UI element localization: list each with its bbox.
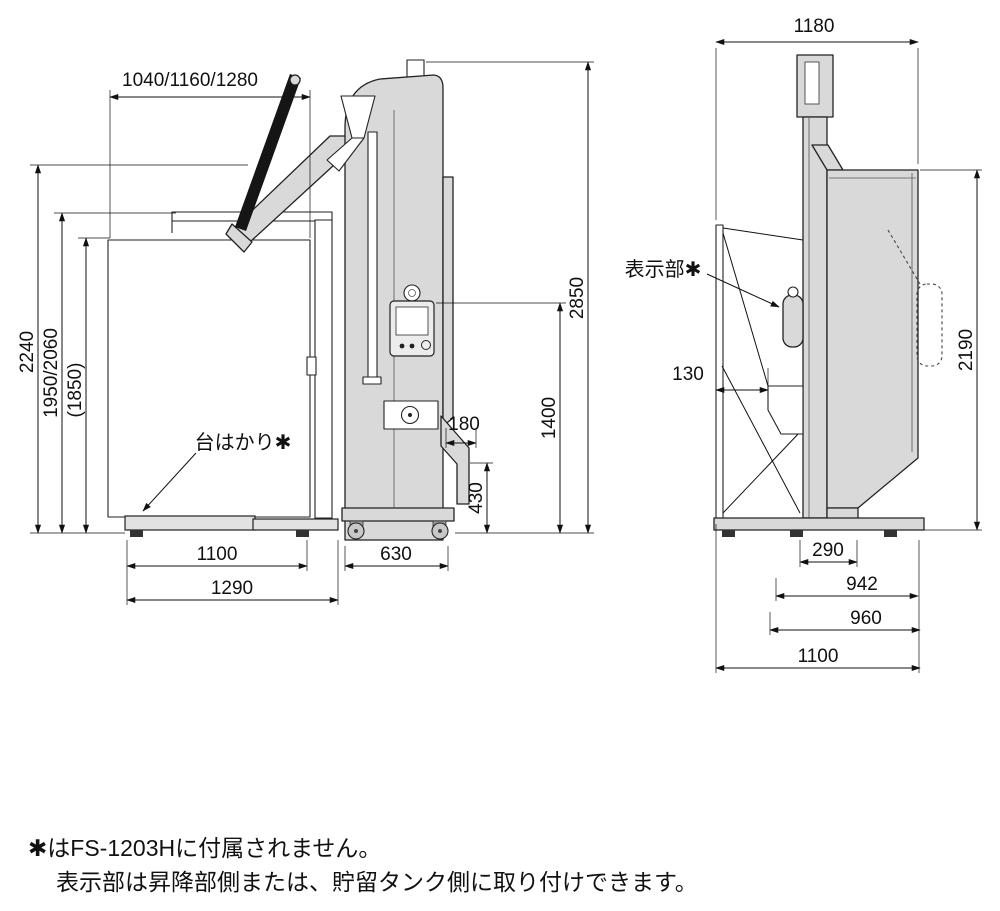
lift-rod [367, 131, 378, 379]
panel-dot-2 [409, 343, 415, 349]
dim-height-total: 2240 [17, 331, 38, 373]
machine-left [107, 59, 470, 541]
weighing-chute [767, 385, 804, 435]
label-display-unit: 表示部✱ [625, 258, 702, 281]
platform-scale-extension [252, 518, 339, 531]
dim-outlet-width: 290 [812, 540, 844, 561]
dim-chute-width: 180 [448, 414, 480, 435]
frame-brace-1 [722, 232, 769, 387]
display-unit-mount [787, 286, 799, 298]
panel-button [403, 284, 421, 302]
strap-pulley [289, 74, 301, 86]
panel-dot-1 [399, 343, 405, 349]
caster-hub-right [438, 529, 442, 533]
dim-height-tank: 2190 [956, 329, 977, 371]
platform-foot-left [130, 530, 143, 537]
caster-hub-left [354, 529, 358, 533]
machine-right [713, 54, 943, 537]
footnote-line-2: 表示部は昇降部側または、貯留タンク側に取り付けできます。 [56, 869, 698, 895]
dimension-drawing: 1040/1160/1280 2240 1950/2060 (1850) 285… [17, 16, 982, 673]
platform-scale [124, 515, 256, 531]
frame-post [715, 224, 724, 519]
dim-platform-width: 1100 [197, 544, 238, 565]
frame-tie [722, 227, 804, 241]
lift-mast-side [802, 116, 828, 519]
display-unit [782, 294, 804, 348]
base-frame [713, 517, 925, 531]
lift-strap [235, 74, 301, 231]
platform-foot-right [296, 530, 309, 537]
dim-body-width: 942 [846, 574, 878, 595]
dim-height-bar: 1950/2060 [41, 328, 62, 418]
dim-height-outlet: 430 [466, 482, 487, 514]
footnote-line-1: ✱はFS-1203Hに付属されません。 [28, 835, 382, 861]
base-foot-1 [722, 530, 735, 537]
lift-rod-foot [362, 376, 382, 385]
mast-base [341, 507, 455, 522]
dim-height-mast: 2850 [567, 277, 588, 319]
display-unit-alt-position [916, 283, 943, 367]
dim-top-width: 1180 [794, 16, 835, 37]
right-view: 1180 表示部✱ 130 2190 290 942 [625, 16, 982, 673]
mechanism-hub [408, 413, 412, 417]
frame-brace-3 [722, 431, 801, 514]
platform-scale-leader [142, 452, 197, 512]
dim-height-container: (1850) [65, 363, 86, 418]
container-outline [107, 239, 311, 518]
panel-button-inner [408, 289, 416, 297]
panel-screen [395, 306, 429, 336]
lift-post [314, 219, 333, 519]
dim-mast-width: 630 [380, 544, 412, 565]
dim-base-width: 1290 [211, 578, 253, 599]
display-unit-leader [706, 273, 780, 308]
dim-container-widths: 1040/1160/1280 [122, 70, 258, 91]
base-foot-3 [884, 530, 897, 537]
tank-edge-left-view [442, 176, 454, 427]
dim-total-width: 1100 [798, 646, 839, 667]
dim-frame-width: 960 [850, 608, 882, 629]
hopper-spout [326, 137, 365, 172]
dimensions-right: 1180 表示部✱ 130 2190 290 942 [625, 16, 982, 673]
left-view: 1040/1160/1280 2240 1950/2060 (1850) 285… [17, 59, 594, 605]
base-foot-2 [790, 530, 803, 537]
dimensions-left: 1040/1160/1280 2240 1950/2060 (1850) 285… [17, 61, 594, 605]
discharge-chute [440, 415, 470, 505]
panel-knob [421, 340, 431, 350]
lift-post-bracket [306, 356, 317, 376]
dim-offset: 130 [672, 364, 704, 385]
storage-tank [826, 169, 919, 509]
label-platform-scale: 台はかり✱ [195, 431, 292, 454]
mast-head-inner [804, 61, 820, 105]
boom-hook [225, 223, 253, 253]
dim-height-panel: 1400 [539, 397, 560, 439]
display-alt-leader [887, 229, 921, 285]
